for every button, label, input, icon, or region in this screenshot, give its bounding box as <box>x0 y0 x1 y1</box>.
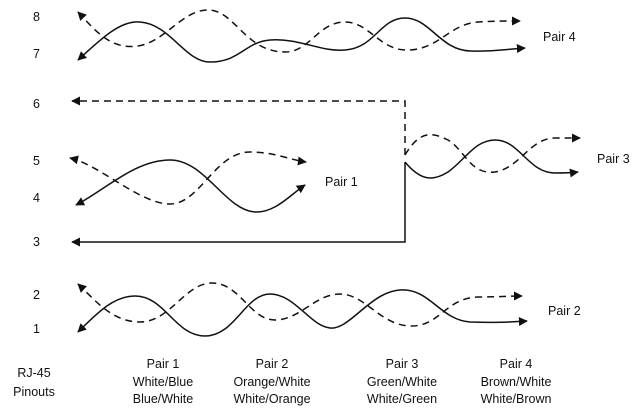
pair-2-color-a: Orange/White <box>233 375 310 389</box>
pair-3-color-b: White/Green <box>367 392 437 406</box>
pair-3-heading: Pair 3 <box>386 357 419 371</box>
pin-label-5: 5 <box>33 154 40 168</box>
pair-1-label: Pair 1 <box>325 175 358 189</box>
pair-3-dashed-wire <box>71 96 406 155</box>
pair-2-color-b: White/Orange <box>233 392 310 406</box>
pair-4-solid-wire <box>77 17 526 63</box>
pair-1-dashed-wire <box>69 151 307 205</box>
pin-label-3: 3 <box>33 235 40 249</box>
pair-1-solid-wire <box>75 159 306 213</box>
pair-1-color-b: Blue/White <box>133 392 193 406</box>
pin-label-2: 2 <box>33 288 40 302</box>
pair-2-wires <box>77 282 528 337</box>
pair-4-wires <box>77 9 526 63</box>
pin-label-1: 1 <box>33 322 40 336</box>
pair-1-color-a: White/Blue <box>133 375 193 389</box>
rj45-label-line1: RJ-45 <box>17 366 50 380</box>
pair-4-heading: Pair 4 <box>500 357 533 371</box>
pair-3-label: Pair 3 <box>597 152 630 166</box>
pair-2-solid-wire <box>77 289 528 337</box>
pair-3-solid-wire <box>71 162 406 247</box>
pin-label-8: 8 <box>33 10 40 24</box>
pair-1-wires <box>69 151 307 213</box>
pair-2-heading: Pair 2 <box>256 357 289 371</box>
pair-1-heading: Pair 1 <box>147 357 180 371</box>
pair-3-wires <box>71 96 581 247</box>
pair-4-color-a: Brown/White <box>481 375 552 389</box>
pin-label-4: 4 <box>33 191 40 205</box>
pair-4-label: Pair 4 <box>543 30 576 44</box>
pair-3-dashed-twist <box>404 133 581 173</box>
rj45-label-line2: Pinouts <box>13 385 55 399</box>
pair-2-dashed-wire <box>77 282 523 327</box>
pair-4-dashed-wire <box>77 9 521 53</box>
pair-3-solid-twist <box>404 139 579 179</box>
pair-2-label: Pair 2 <box>548 304 581 318</box>
pin-label-7: 7 <box>33 47 40 61</box>
pair-4-color-b: White/Brown <box>481 392 552 406</box>
pin-label-6: 6 <box>33 97 40 111</box>
pair-3-color-a: Green/White <box>367 375 437 389</box>
